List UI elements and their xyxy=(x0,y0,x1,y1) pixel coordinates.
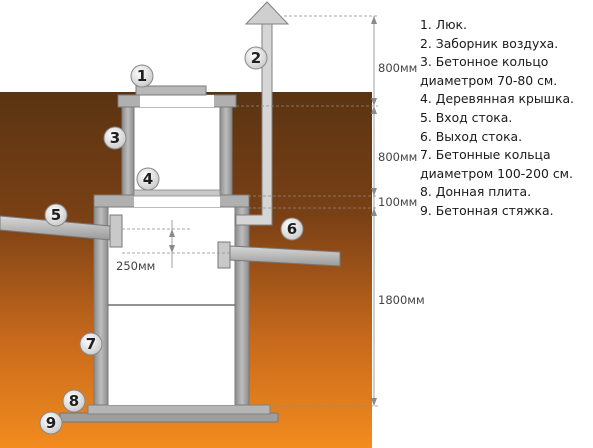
legend-item: 6. Выход стока. xyxy=(420,128,523,144)
chamber-interior xyxy=(108,207,235,405)
air-intake-cap xyxy=(244,1,290,25)
svg-text:9: 9 xyxy=(46,414,56,432)
hatch-opening-top xyxy=(140,95,214,107)
legend-item: 9. Бетонная стяжка. xyxy=(420,202,554,218)
bottom-slab xyxy=(87,404,271,415)
legend-item: 3. Бетонное кольцо xyxy=(420,54,549,70)
svg-text:2: 2 xyxy=(251,49,261,67)
upper-ring-right xyxy=(219,105,233,196)
badge-3: 3 xyxy=(103,126,127,150)
hatch-opening xyxy=(134,195,220,207)
svg-text:7: 7 xyxy=(86,335,96,353)
dim-top-ring: 800мм xyxy=(378,61,417,75)
badge-9: 9 xyxy=(39,411,63,435)
badge-1: 1 xyxy=(130,64,154,88)
svg-text:6: 6 xyxy=(287,220,297,238)
legend-item: диаметром 70-80 см. xyxy=(420,72,558,88)
dim-lower-ring: 800мм xyxy=(378,150,417,164)
legend-item: 5. Вход стока. xyxy=(420,109,513,125)
hatch-cover xyxy=(135,85,207,96)
dim-chamber: 1800мм xyxy=(378,293,425,307)
badge-7: 7 xyxy=(79,332,103,356)
legend-item: 8. Донная плита. xyxy=(420,184,532,200)
svg-text:3: 3 xyxy=(110,129,120,147)
legend-item: 4. Деревянная крышка. xyxy=(420,91,574,107)
legend-item: 2. Заборник воздуха. xyxy=(420,35,559,51)
badge-8: 8 xyxy=(62,389,86,413)
badge-4: 4 xyxy=(136,167,160,191)
inlet-tee xyxy=(109,214,123,248)
upper-ring-left xyxy=(121,105,135,196)
svg-text:4: 4 xyxy=(143,170,153,188)
svg-text:8: 8 xyxy=(69,392,79,410)
legend-item: диаметром 100-200 см. xyxy=(420,165,573,181)
badge-2: 2 xyxy=(244,46,268,70)
legend: 1. Люк. 2. Заборник воздуха. 3. Бетонное… xyxy=(420,16,574,221)
badge-5: 5 xyxy=(44,203,68,227)
dimension-arrows xyxy=(169,16,377,406)
svg-text:5: 5 xyxy=(51,206,61,224)
outlet-pipe xyxy=(229,245,341,267)
badge-6: 6 xyxy=(280,217,304,241)
chamber-wall-right xyxy=(234,206,250,406)
legend-item: 1. Люк. xyxy=(420,17,467,32)
outlet-tee xyxy=(217,241,231,269)
dim-slab: 100мм xyxy=(378,195,417,209)
dim-inlet-offset: 250мм xyxy=(116,259,155,273)
svg-text:1: 1 xyxy=(137,67,147,85)
legend-item: 7. Бетонные кольца xyxy=(420,147,551,163)
wooden-cover xyxy=(133,189,221,197)
